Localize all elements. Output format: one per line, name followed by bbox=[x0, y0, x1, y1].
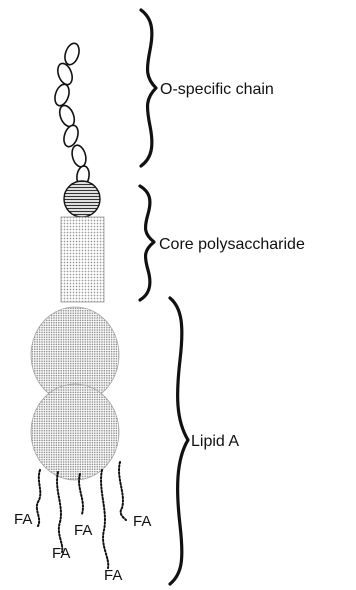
fa-label: FA bbox=[74, 522, 92, 539]
fa-label: FA bbox=[52, 545, 70, 562]
lipid-a-globules bbox=[31, 307, 119, 480]
fa-tail bbox=[57, 472, 62, 552]
sugar-unit bbox=[70, 144, 88, 169]
o-specific-chain bbox=[52, 42, 90, 187]
label-lipid-a: Lipid A bbox=[191, 433, 239, 450]
hatched-sphere bbox=[64, 181, 100, 217]
brace-core bbox=[140, 186, 154, 300]
sugar-unit bbox=[55, 61, 75, 86]
sugar-unit bbox=[52, 83, 71, 108]
fa-tail bbox=[37, 470, 40, 526]
fa-labels: FA FA FA FA FA bbox=[14, 511, 151, 584]
fa-label: FA bbox=[104, 567, 122, 584]
fa-tail bbox=[119, 462, 126, 520]
fa-label: FA bbox=[14, 511, 32, 528]
fa-tail bbox=[101, 470, 108, 568]
core-block bbox=[61, 217, 104, 302]
label-core-polysaccharide: Core polysaccharide bbox=[159, 236, 305, 253]
brace-lipid bbox=[170, 298, 188, 584]
label-o-specific-chain: O-specific chain bbox=[160, 81, 274, 98]
fa-label: FA bbox=[133, 513, 151, 530]
labels: O-specific chain Core polysaccharide Lip… bbox=[159, 81, 305, 450]
sugar-unit bbox=[62, 42, 81, 67]
brace-o-chain bbox=[141, 10, 156, 166]
